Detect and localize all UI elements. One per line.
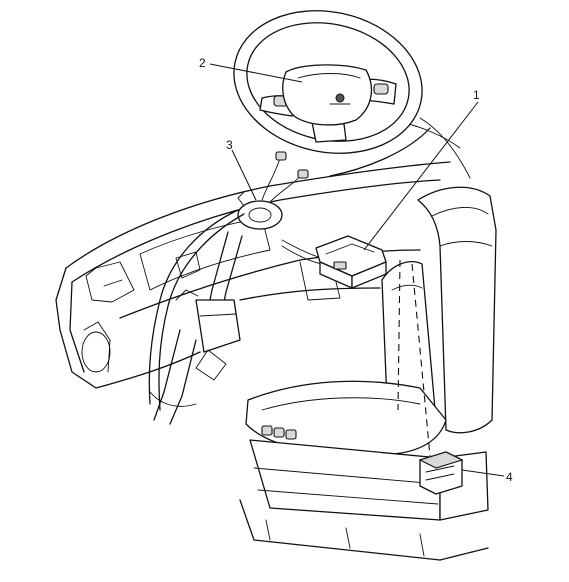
sensing-diagnostic-module: [315, 235, 387, 289]
callout-1: 1: [473, 88, 480, 102]
leader-3: [231, 149, 257, 201]
callout-labels: 1 2 3 4: [199, 56, 513, 484]
seat-side-module: [418, 451, 464, 495]
callout-3: 3: [226, 138, 233, 152]
callout-leaders: [209, 63, 505, 477]
leader-1: [363, 101, 479, 251]
leader-2: [209, 63, 303, 83]
steering-column: [149, 231, 243, 425]
clockspring: [237, 151, 309, 230]
callout-2: 2: [199, 56, 206, 70]
callout-4: 4: [506, 470, 513, 484]
driver-airbag-module: [282, 64, 373, 126]
leader-4: [461, 469, 505, 477]
driver-seat: [239, 186, 497, 561]
seat-switch-panel: [261, 425, 297, 440]
